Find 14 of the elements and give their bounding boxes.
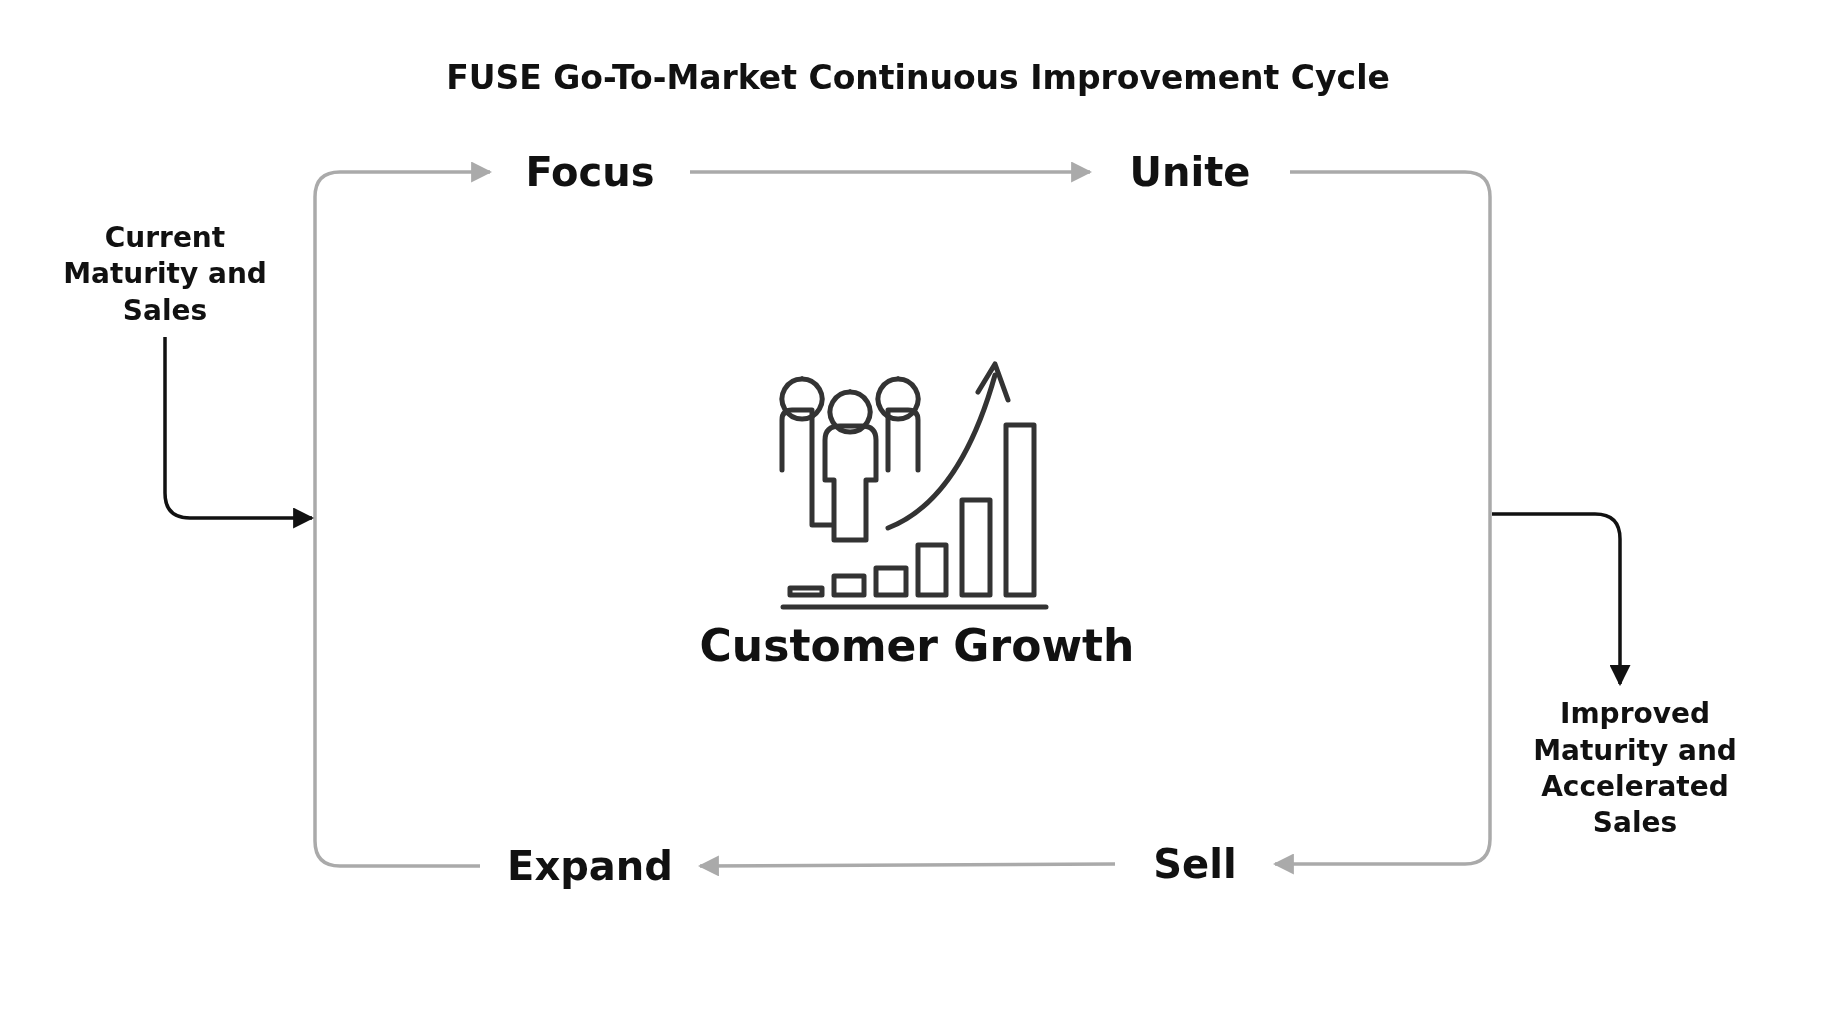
center-label: Customer Growth (699, 620, 1135, 671)
step-label: Current Maturity and Sales (40, 212, 290, 337)
arrow (313, 161, 493, 868)
arrow (1272, 170, 1492, 875)
arrow (1492, 512, 1631, 687)
arrow (697, 855, 1115, 877)
step-label: Sell (1115, 834, 1275, 894)
step-label: Unite (1090, 142, 1290, 202)
arrow (163, 337, 315, 529)
step-label: Improved Maturity and Accelerated Sales (1510, 684, 1760, 854)
step-label: Focus (490, 142, 690, 202)
title: FUSE Go-To-Market Continuous Improvement Cycle (446, 58, 1390, 97)
arrow (690, 161, 1093, 183)
step-label: Expand (480, 836, 700, 896)
